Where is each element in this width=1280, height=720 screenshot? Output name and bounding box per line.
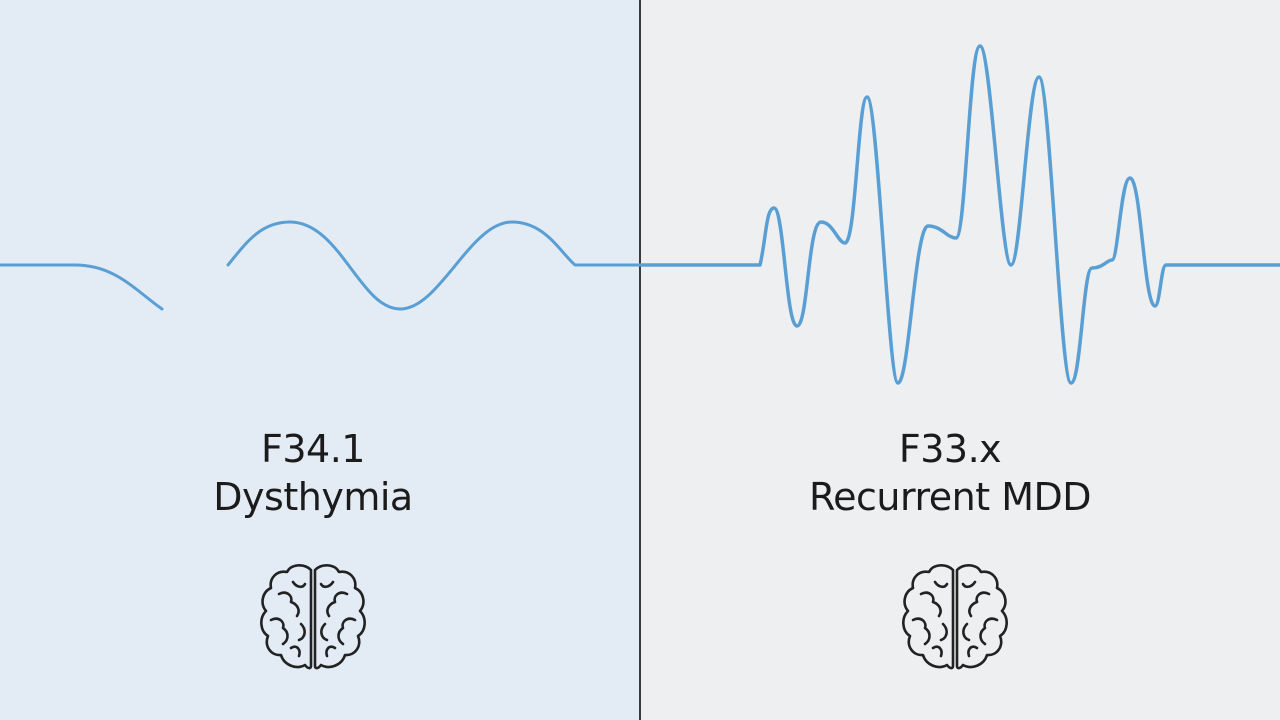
brain-icon [902, 564, 1008, 670]
dysthymia-code: F34.1 [261, 427, 365, 471]
recurrent-mdd-name: Recurrent MDD [808, 475, 1092, 519]
recurrent-mdd-code: F33.x [898, 427, 1002, 471]
dysthymia-wave-segment-start [0, 263, 164, 311]
recurrent-mdd-label: F33.x Recurrent MDD [750, 425, 1150, 521]
dysthymia-label: F34.1 Dysthymia [163, 425, 463, 521]
panel-divider [639, 0, 641, 720]
recurrent-mdd-wave [639, 44, 1280, 385]
dysthymia-wave-segment-main [226, 220, 642, 311]
brain-icon [260, 564, 366, 670]
dysthymia-panel [0, 0, 640, 720]
recurrent-mdd-panel [641, 0, 1280, 720]
dysthymia-name: Dysthymia [213, 475, 413, 519]
